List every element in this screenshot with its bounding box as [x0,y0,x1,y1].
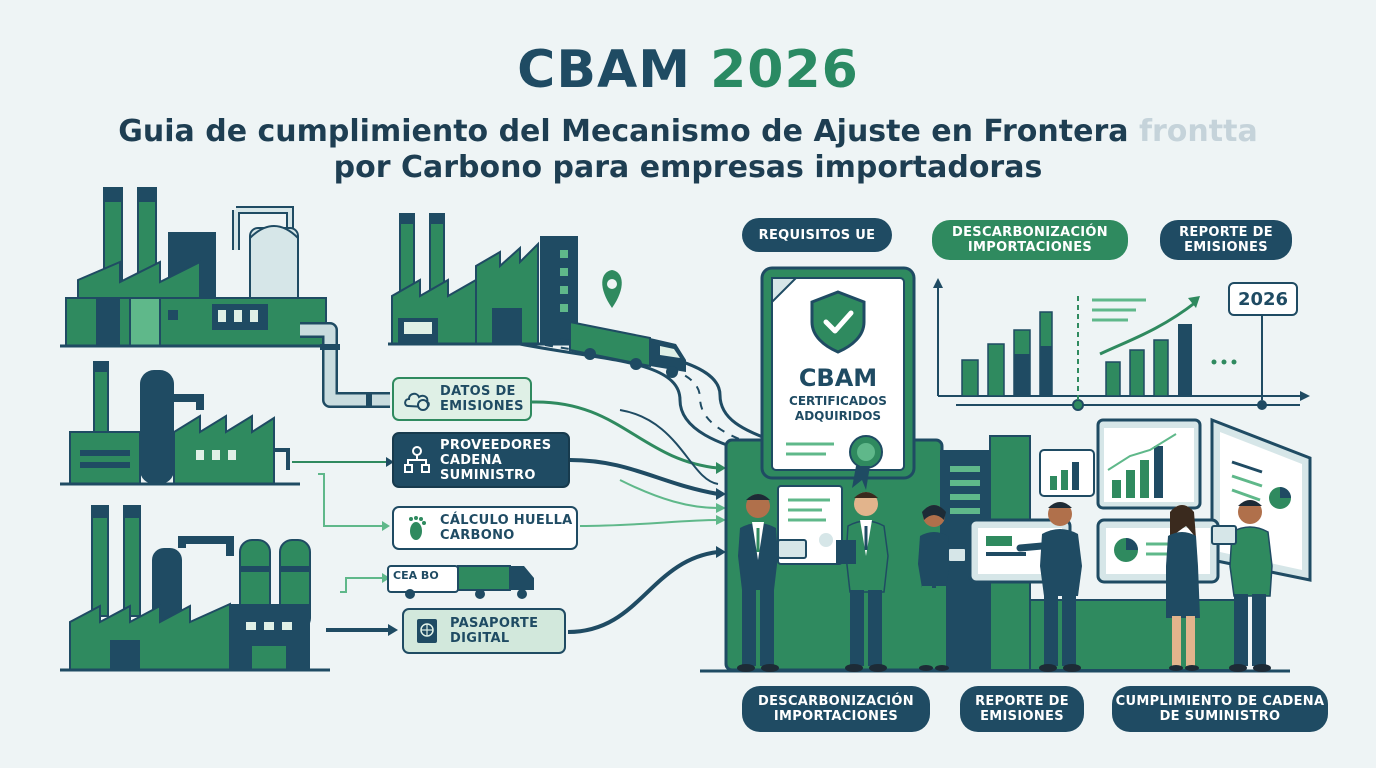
person-5 [1166,505,1200,671]
truck-text: CEA BO [393,569,439,582]
monitor-chart-small [1039,449,1095,497]
page-title: CBAM 2026 [0,40,1376,100]
person-6 [1211,500,1273,672]
person-2 [836,492,889,672]
person-3 [918,505,967,671]
monitor-chart-large [1096,418,1202,510]
title-year: 2026 [710,40,859,100]
tag-reporte-bottom: REPORTE DE EMISIONES [960,686,1084,732]
factory-1-icon [60,187,330,348]
subtitle-text-1: Guia de cumplimiento del Mecanismo de Aj… [118,114,1129,149]
truck-icon [569,320,686,378]
seal-icon [849,435,883,490]
subtitle-line-2: por Carbono para empresas importadoras [333,150,1043,185]
monitor-dashboard-2 [1096,518,1220,584]
supply-chain-icon [404,446,430,473]
factory-4-icon [388,213,590,346]
factory-2-icon [60,361,300,486]
title-cbam: CBAM [517,40,691,100]
pasaporte-label: PASAPORTE DIGITAL [450,616,539,646]
year-marker: 2026 [1228,282,1298,316]
proveedores-label: PROVEEDORES CADENA SUMINISTRO [440,437,552,483]
tag-requisitos-ue: REQUISITOS UE [742,218,892,252]
flow-arrows-center [531,400,726,634]
flow-arrows-left [292,457,398,636]
person-1 [737,494,807,672]
datos-emisiones-label: DATOS DE EMISIONES [440,384,524,414]
factory-3-icon [60,505,330,672]
pipe-connector [300,322,390,408]
datos-emisiones-box: DATOS DE EMISIONES [392,377,532,421]
passport-icon [417,619,437,643]
tag-descarbonizacion-bottom: DESCARBONIZACIÓN IMPORTACIONES [742,686,930,732]
subtitle-ghost-text: frontta [1138,114,1258,149]
footprint-icon [409,516,426,540]
cbam-certificate [760,266,916,490]
person-4 [1016,502,1082,672]
proveedores-box: PROVEEDORES CADENA SUMINISTRO [392,432,570,488]
calculo-huella-label: CÁLCULO HUELLA CARBONO [440,513,573,543]
small-truck-icon [387,565,534,599]
tag-descarbonizacion-top: DESCARBONIZACIÓN IMPORTACIONES [932,220,1128,260]
tag-cumplimiento-bottom: CUMPLIMIENTO DE CADENA DE SUMINISTRO [1112,686,1328,732]
tag-reporte-top: REPORTE DE EMISIONES [1160,220,1292,260]
certificate-subtitle: CERTIFICADOS ADQUIRIDOS [789,394,887,423]
subtitle-line-1: Guia de cumplimiento del Mecanismo de Aj… [0,114,1376,149]
shield-check-icon [810,290,866,354]
cloud-coins-icon [404,392,430,411]
certificate-title: CBAM [798,364,878,392]
calculo-huella-box: CÁLCULO HUELLA CARBONO [392,506,578,550]
pasaporte-box: PASAPORTE DIGITAL [402,608,566,654]
location-pin-icon [602,270,622,308]
growth-chart [933,278,1310,411]
